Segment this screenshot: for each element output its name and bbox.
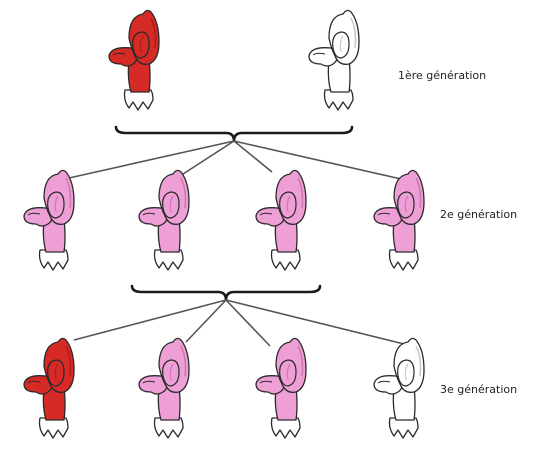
cross-2-to-3-line-3 xyxy=(226,300,270,346)
cross-2-to-3-line-2 xyxy=(186,300,226,342)
flower-gen2-1-pink xyxy=(24,170,74,270)
cross-1-to-2-line-1 xyxy=(60,141,234,180)
cross-connectors xyxy=(60,127,420,348)
flower-gen2-2-pink xyxy=(139,170,189,270)
cross-2-to-3-line-1 xyxy=(74,300,226,340)
cross-2-to-3-line-4 xyxy=(226,300,420,348)
generation-1-label: 1ère génération xyxy=(398,69,486,82)
flower-gen1-2-white xyxy=(309,10,359,110)
flower-gen2-4-pink xyxy=(374,170,424,270)
flower-gen3-2-pink xyxy=(139,338,189,438)
flower-gen3-1-red xyxy=(24,338,74,438)
brace-generation-1 xyxy=(116,127,352,141)
flower-gen1-1-red xyxy=(109,10,159,110)
flower-gen2-3-pink xyxy=(256,170,306,270)
generation-3-label: 3e génération xyxy=(440,383,517,396)
cross-1-to-2-line-4 xyxy=(234,141,414,182)
flower-gen3-3-pink xyxy=(256,338,306,438)
brace-generation-2 xyxy=(132,286,320,300)
generation-2-label: 2e génération xyxy=(440,208,517,221)
flowers-layer xyxy=(24,10,424,438)
flower-gen3-4-white xyxy=(374,338,424,438)
